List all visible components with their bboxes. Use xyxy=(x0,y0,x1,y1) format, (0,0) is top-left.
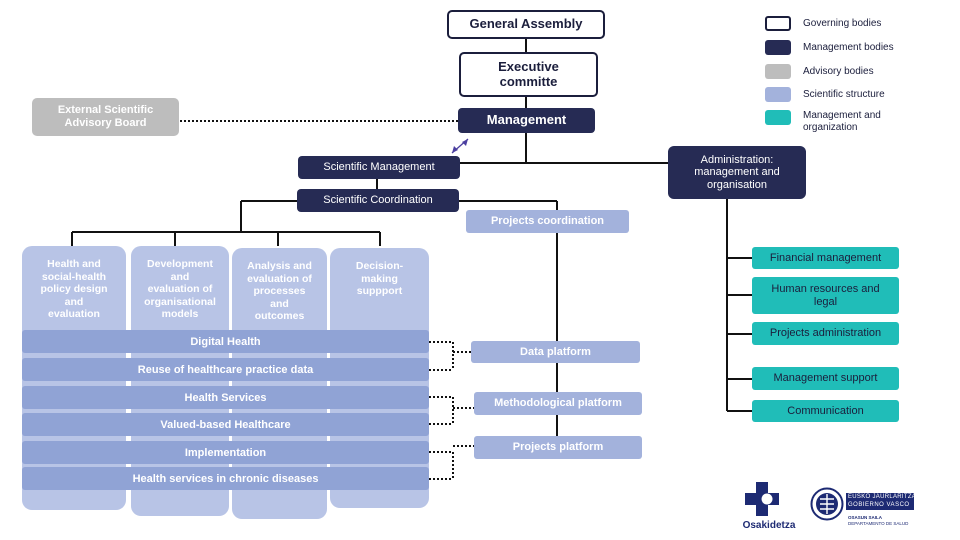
general-assembly-box: General Assembly xyxy=(447,10,605,39)
legend-swatch-scientific xyxy=(765,87,791,102)
column-1-line-4: and xyxy=(64,295,84,308)
band-implementation: Implementation xyxy=(22,441,429,464)
financial-management-label: Financial management xyxy=(769,251,882,264)
band-6-label: Health services in chronic diseases xyxy=(132,472,319,485)
band-health-services: Health Services xyxy=(22,386,429,409)
scientific-management-label: Scientific Management xyxy=(323,161,435,174)
legend-label-scientific: Scientific structure xyxy=(803,88,885,100)
gov-line-1: EUSKO JAURLARITZA xyxy=(848,494,917,500)
management-support-box: Management support xyxy=(752,367,899,390)
management-box: Management xyxy=(458,108,595,133)
osakidetza-logo: Osakidetza xyxy=(738,482,800,534)
human-resources-box: Human resources and legal xyxy=(752,277,899,314)
band-2-label: Reuse of healthcare practice data xyxy=(137,363,314,376)
projects-administration-box: Projects administration xyxy=(752,322,899,345)
osakidetza-emblem-icon xyxy=(745,482,779,516)
column-1-line-3: policy design xyxy=(40,283,108,296)
gov-line-4: DEPARTAMENTO DE SALUD xyxy=(848,521,909,526)
column-3-line-1: Analysis and xyxy=(247,260,312,272)
executive-line-2: committe xyxy=(499,73,558,89)
column-4-line-2: making xyxy=(361,272,398,285)
methodological-platform-box: Methodological platform xyxy=(474,392,642,415)
external-advisory-board-box: External Scientific Advisory Board xyxy=(32,98,179,136)
column-4-line-1: Decision- xyxy=(355,260,404,272)
column-3-line-2: evaluation of xyxy=(247,272,312,285)
communication-label: Communication xyxy=(787,404,864,417)
projects-coordination-label: Projects coordination xyxy=(490,215,605,228)
legend-label-management: Management bodies xyxy=(803,41,894,53)
band-value-based: Valued-based Healthcare xyxy=(22,413,429,436)
legend-swatch-governing xyxy=(765,16,791,31)
column-2-line-5: models xyxy=(161,308,199,321)
band-4-label: Valued-based Healthcare xyxy=(160,418,291,431)
administration-line-2: management and xyxy=(694,166,780,179)
executive-line-1: Executive xyxy=(498,58,559,74)
legend-swatch-organization xyxy=(765,110,791,125)
legend-label-advisory: Advisory bodies xyxy=(803,65,874,77)
column-1-line-1: Health and xyxy=(47,258,101,270)
legend-label-organization-2: organization xyxy=(803,121,858,133)
human-resources-line-2: legal xyxy=(813,295,838,308)
projects-platform-label: Projects platform xyxy=(512,441,604,454)
band-digital-health: Digital Health xyxy=(22,330,429,353)
legend-label-organization-1: Management and xyxy=(803,110,881,121)
column-2-line-4: organisational xyxy=(144,295,216,308)
gov-line-3: OSASUN SAILA xyxy=(848,515,883,520)
band-5-label: Implementation xyxy=(184,446,267,459)
administration-line-3: organisation xyxy=(707,178,767,191)
basque-government-logo: EUSKO JAURLARITZA GOBIERNO VASCO OSASUN … xyxy=(808,487,918,531)
human-resources-line-1: Human resources and xyxy=(771,282,880,295)
scientific-coordination-label: Scientific Coordination xyxy=(323,194,433,207)
projects-platform-box: Projects platform xyxy=(474,436,642,459)
band-1-label: Digital Health xyxy=(190,335,261,348)
column-3-line-4: and xyxy=(270,297,289,310)
management-support-label: Management support xyxy=(773,372,878,385)
executive-committee-box: Executive committe xyxy=(459,52,598,97)
communication-box: Communication xyxy=(752,400,899,422)
column-1-line-5: evaluation xyxy=(48,308,100,321)
legend-item-organization: Management and organization xyxy=(765,110,881,133)
scientific-management-box: Scientific Management xyxy=(298,156,460,179)
band-reuse-data: Reuse of healthcare practice data xyxy=(22,358,429,381)
column-2-line-2: and xyxy=(170,270,190,283)
administration-box: Administration: management and organisat… xyxy=(668,146,806,199)
band-chronic-diseases: Health services in chronic diseases xyxy=(22,467,429,490)
band-3-label: Health Services xyxy=(184,391,267,404)
data-platform-box: Data platform xyxy=(471,341,640,363)
column-3-line-5: outcomes xyxy=(254,310,305,323)
advisory-line-2: Advisory Board xyxy=(64,117,147,129)
methodological-platform-label: Methodological platform xyxy=(494,397,622,410)
column-2-line-3: evaluation of xyxy=(147,283,213,296)
osakidetza-wordmark: Osakidetza xyxy=(742,520,796,531)
legend-swatch-management xyxy=(765,40,791,55)
column-3-line-3: processes xyxy=(253,285,306,298)
projects-coordination-box: Projects coordination xyxy=(466,210,629,233)
general-assembly-label: General Assembly xyxy=(469,16,583,32)
financial-management-box: Financial management xyxy=(752,247,899,269)
column-2-line-1: Development xyxy=(147,258,213,270)
gov-line-2: GOBIERNO VASCO xyxy=(848,502,910,508)
scientific-coordination-box: Scientific Coordination xyxy=(297,189,459,212)
advisory-line-1: External Scientific xyxy=(57,104,154,117)
gov-bar xyxy=(846,493,914,510)
column-4-line-3: suppport xyxy=(356,285,403,298)
legend-item-advisory: Advisory bodies xyxy=(765,64,874,79)
legend-swatch-advisory xyxy=(765,64,791,79)
administration-line-1: Administration: xyxy=(700,153,774,166)
column-1-line-2: social-health xyxy=(41,270,107,283)
legend-item-management: Management bodies xyxy=(765,40,894,55)
legend-item-governing: Governing bodies xyxy=(765,16,881,31)
legend-label-governing: Governing bodies xyxy=(803,17,882,29)
legend-item-scientific: Scientific structure xyxy=(765,87,885,102)
data-platform-label: Data platform xyxy=(520,345,591,358)
projects-administration-label: Projects administration xyxy=(769,327,882,340)
basque-government-emblem-icon xyxy=(810,487,844,521)
management-label: Management xyxy=(486,112,567,128)
